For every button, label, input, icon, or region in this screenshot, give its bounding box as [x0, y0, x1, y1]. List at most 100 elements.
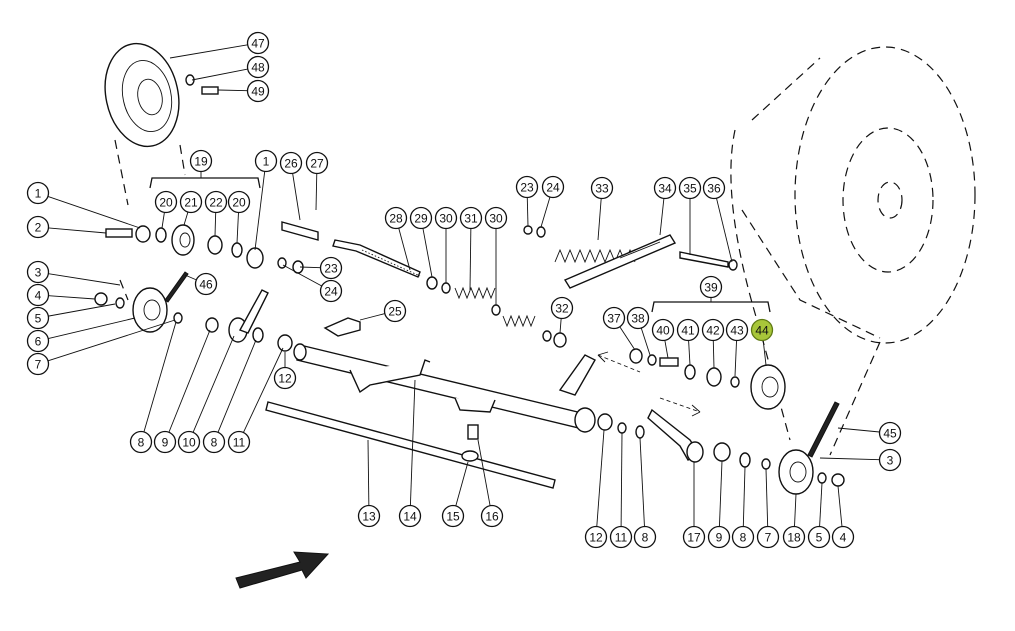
callout-label: 18 — [787, 531, 801, 545]
leader-line-47 — [169, 44, 248, 59]
leader-line-15 — [455, 461, 469, 507]
leader-line-38 — [640, 327, 651, 356]
callout-circle — [590, 176, 614, 200]
callout-1: 1 — [254, 149, 278, 173]
callout-label: 12 — [278, 372, 292, 386]
callout-label: 6 — [35, 335, 42, 349]
left-assembly — [94, 224, 293, 352]
callout-circle — [484, 206, 508, 230]
callout-label: 37 — [607, 312, 621, 326]
callout-37: 37 — [602, 306, 626, 330]
leader-line-49 — [217, 89, 248, 92]
callout-circle — [584, 525, 608, 549]
callout-4: 4 — [831, 525, 855, 549]
callout-circle — [26, 181, 50, 205]
callout-label: 39 — [704, 281, 718, 295]
leader-line-8 — [217, 339, 257, 433]
callout-17: 17 — [682, 525, 706, 549]
callout-label: 47 — [251, 37, 265, 51]
callout-16: 16 — [480, 504, 504, 528]
callout-circle — [398, 504, 422, 528]
callout-24: 24 — [319, 279, 343, 303]
leader-line-20 — [236, 212, 239, 244]
callout-label: 4 — [840, 531, 847, 545]
callout-label: 23 — [324, 262, 338, 276]
leader-line-45 — [837, 427, 880, 433]
leader-line-9 — [168, 329, 211, 433]
leader-line-36 — [716, 198, 733, 263]
bracket-39 — [651, 301, 771, 313]
callout-circle — [227, 190, 251, 214]
callout-circle — [602, 306, 626, 330]
callout-circle — [357, 504, 381, 528]
callout-circle — [756, 525, 780, 549]
callout-48: 48 — [246, 55, 270, 79]
callout-circle — [319, 256, 343, 280]
callout-label: 45 — [883, 427, 897, 441]
callout-circle — [246, 79, 270, 103]
feed-direction-arrow — [235, 551, 330, 589]
callout-label: 41 — [681, 324, 695, 338]
callout-35: 35 — [678, 176, 702, 200]
callout-label: 30 — [439, 212, 453, 226]
callout-label: 24 — [324, 285, 338, 299]
callout-label: 38 — [631, 312, 645, 326]
callout-circle — [194, 272, 218, 296]
callout-18: 18 — [782, 525, 806, 549]
callout-41: 41 — [676, 318, 700, 342]
callout-49: 49 — [246, 79, 270, 103]
leader-line-9 — [718, 460, 723, 527]
callout-circle — [707, 525, 731, 549]
callout-circle — [204, 190, 228, 214]
leader-line-26 — [292, 173, 301, 221]
callout-circle — [626, 306, 650, 330]
leader-line-29 — [422, 228, 433, 278]
callout-circle — [26, 283, 50, 307]
callout-label: 14 — [403, 510, 417, 524]
callout-label: 36 — [707, 182, 721, 196]
callout-label: 35 — [683, 182, 697, 196]
leader-line-4 — [48, 295, 96, 300]
leader-line-5 — [819, 482, 823, 527]
callout-11: 11 — [227, 430, 251, 454]
callout-label: 5 — [35, 312, 42, 326]
callout-label: 44 — [755, 324, 769, 338]
callout-label: 28 — [389, 212, 403, 226]
callout-label: 8 — [740, 531, 747, 545]
callout-7: 7 — [26, 352, 50, 376]
callout-circle — [384, 206, 408, 230]
leader-line-37 — [619, 326, 636, 351]
callout-circle — [701, 318, 725, 342]
leader-line-28 — [398, 228, 411, 271]
callout-circle — [653, 176, 677, 200]
callout-23: 23 — [515, 175, 539, 199]
callout-circle — [246, 31, 270, 55]
callout-label: 23 — [520, 181, 534, 195]
callout-14: 14 — [398, 504, 422, 528]
callout-circle — [189, 149, 213, 173]
upper-middle-parts — [277, 221, 738, 348]
leader-line-34 — [659, 198, 665, 236]
callout-circle — [26, 352, 50, 376]
callout-2: 2 — [26, 215, 50, 239]
callout-15: 15 — [441, 504, 465, 528]
callout-38: 38 — [626, 306, 650, 330]
callout-label: 2 — [35, 221, 42, 235]
callout-3: 3 — [26, 260, 50, 284]
callout-circle — [26, 215, 50, 239]
callout-circle — [26, 329, 50, 353]
callout-46: 46 — [194, 272, 218, 296]
callout-27: 27 — [305, 151, 329, 175]
callout-circle — [725, 318, 749, 342]
callout-40: 40 — [651, 318, 675, 342]
callout-6: 6 — [26, 329, 50, 353]
leader-line-16 — [477, 439, 491, 506]
callout-label: 8 — [642, 531, 649, 545]
leader-line-8 — [742, 466, 746, 527]
drum-outline — [730, 46, 976, 456]
callout-label: 22 — [209, 196, 223, 210]
callout-circle — [782, 525, 806, 549]
pulley-47 — [104, 42, 219, 206]
leader-line-12 — [596, 429, 605, 527]
